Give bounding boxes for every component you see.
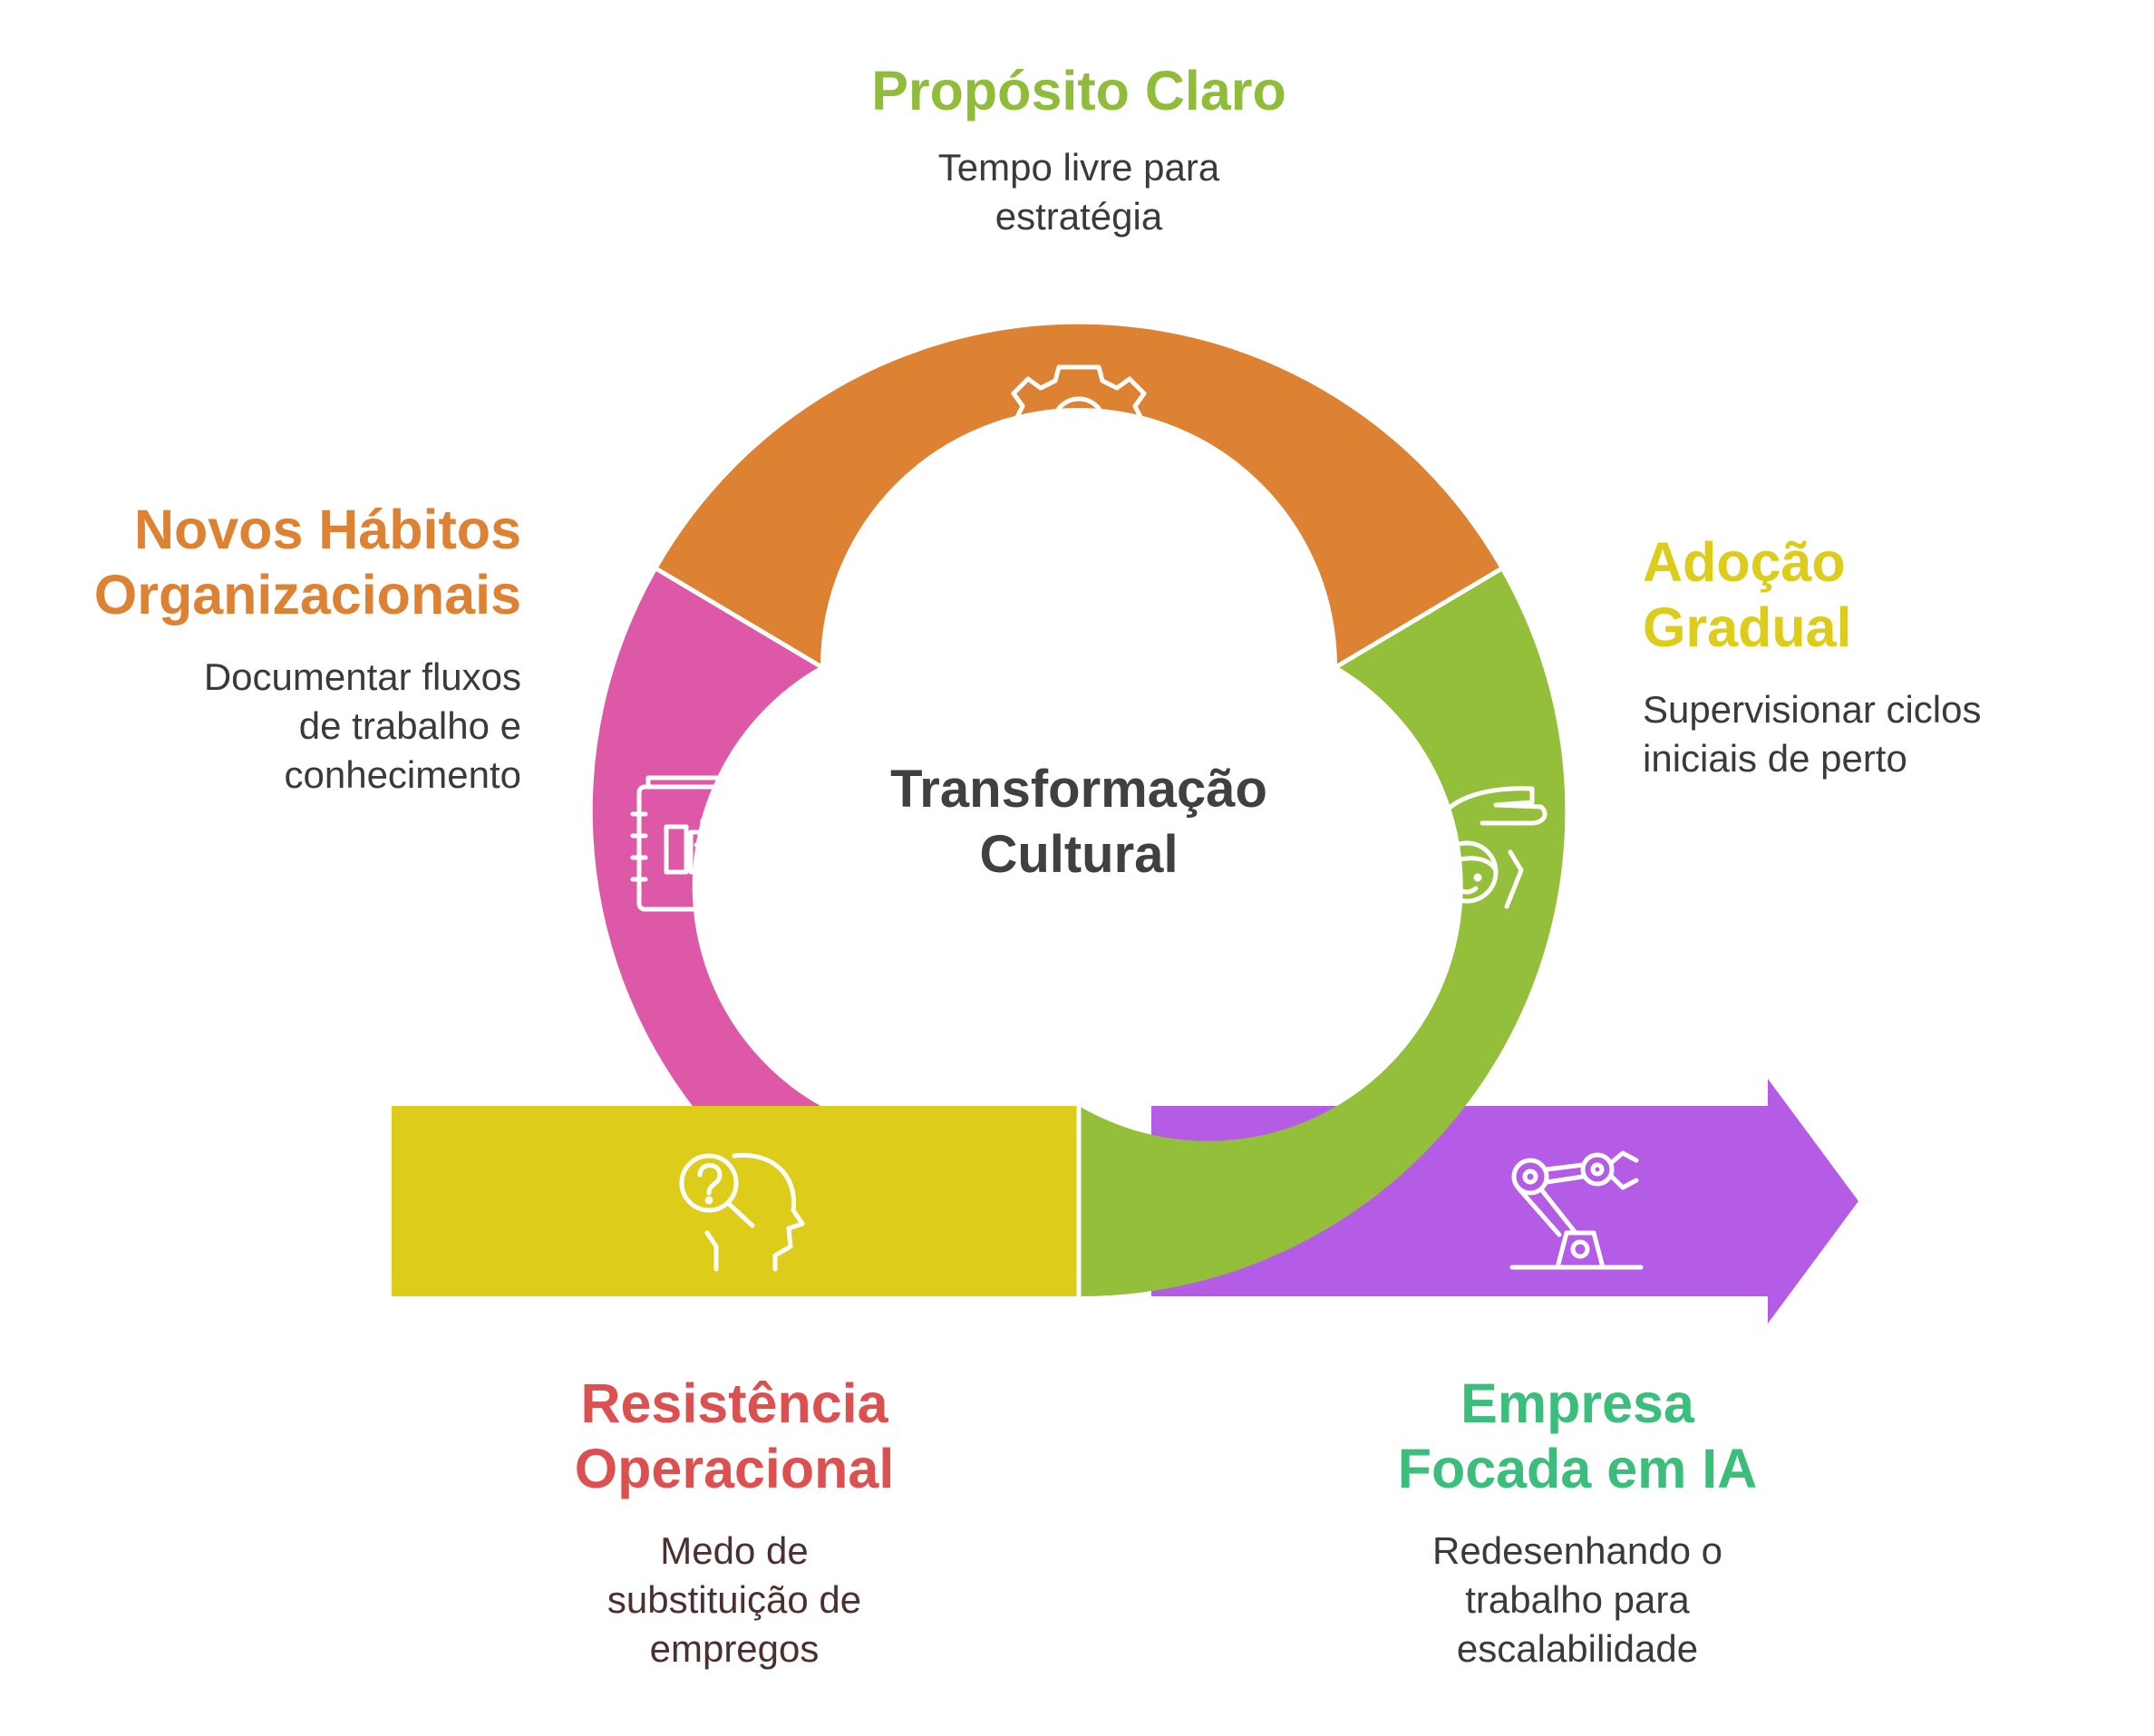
adocao-desc-line2: iniciais de perto	[1643, 737, 1907, 780]
divider-right	[1335, 567, 1502, 669]
novos-habitos-desc-line3: conhecimento	[284, 753, 522, 796]
proposito-desc-line2: estratégia	[995, 195, 1163, 238]
resistencia-desc-line1: Medo de	[660, 1529, 809, 1572]
empresa-desc-line3: escalabilidade	[1456, 1627, 1699, 1670]
hand-over-child-icon	[1412, 786, 1548, 909]
resistencia-label: Resistência Operacional Medo de substitu…	[508, 1371, 961, 1673]
resistencia-title-line2: Operacional	[574, 1438, 895, 1499]
novos-habitos-desc-line2: de trabalho e	[298, 704, 521, 747]
novos-habitos-title-line2: Organizacionais	[93, 564, 521, 626]
proposito-title: Propósito Claro	[871, 60, 1286, 121]
resistencia-bar-segment	[392, 1106, 1079, 1296]
proposito-desc-line1: Tempo livre para	[937, 146, 1220, 189]
novos-habitos-label: Novos Hábitos Organizacionais Documentar…	[73, 497, 521, 800]
adocao-title-line2: Gradual	[1643, 596, 1852, 658]
resistencia-desc-line2: substituição de	[606, 1578, 862, 1621]
adocao-title-line1: Adoção	[1643, 531, 1846, 593]
notebook-icon	[630, 775, 742, 912]
novos-habitos-desc-line1: Documentar fluxos	[203, 655, 521, 698]
robot-arm-icon	[1509, 1150, 1644, 1270]
lightbulb-gear-icon	[1000, 364, 1158, 506]
center-title: Transformação Cultural	[807, 757, 1351, 887]
novos-habitos-segment	[592, 569, 1070, 1140]
adocao-segment	[1079, 569, 1566, 1297]
adocao-desc-line1: Supervisionar ciclos	[1643, 688, 1982, 731]
adocao-label: Adoção Gradual Supervisionar ciclos inic…	[1643, 529, 2114, 783]
center-circle	[784, 517, 1373, 1106]
empresa-label: Empresa Focada em IA Redesenhando o trab…	[1342, 1371, 1813, 1673]
center-title-line1: Transformação	[890, 760, 1267, 819]
divider-left	[655, 567, 822, 669]
empresa-title-line1: Empresa	[1460, 1372, 1694, 1434]
empresa-desc-line1: Redesenhando o	[1432, 1529, 1722, 1572]
proposito-segment	[657, 324, 1500, 666]
proposito-label: Propósito Claro Tempo livre para estraté…	[807, 58, 1351, 241]
head-question-icon	[679, 1152, 805, 1272]
novos-habitos-title-line1: Novos Hábitos	[133, 499, 521, 560]
resistencia-desc-line3: empregos	[649, 1627, 820, 1670]
empresa-desc-line2: trabalho para	[1465, 1578, 1690, 1621]
empresa-title-line2: Focada em IA	[1397, 1438, 1758, 1499]
resistencia-title-line1: Resistência	[580, 1372, 888, 1434]
center-title-line2: Cultural	[979, 825, 1179, 884]
